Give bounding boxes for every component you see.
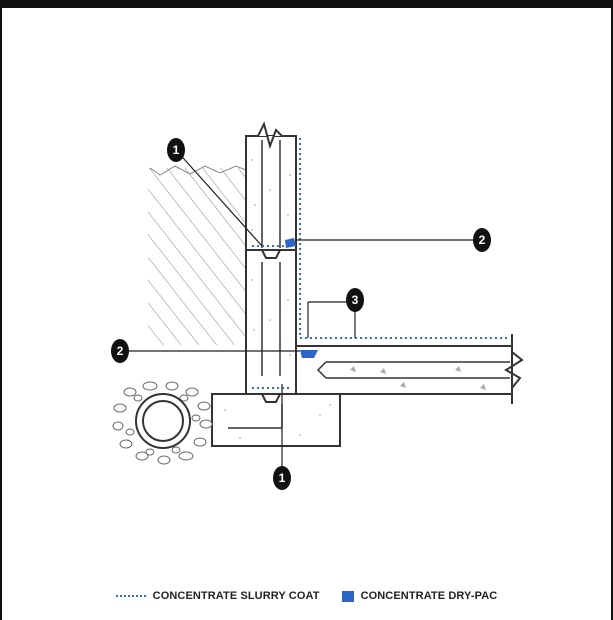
callout-2-right: 2 — [473, 228, 491, 252]
svg-text:2: 2 — [479, 233, 486, 247]
legend-slurry-label: CONCENTRATE SLURRY COAT — [152, 590, 320, 602]
earth-backfill — [148, 165, 247, 345]
slurry-coat-lines — [252, 138, 508, 389]
legend-item-slurry: CONCENTRATE SLURRY COAT — [115, 590, 320, 602]
slurry-coat-swatch-icon — [115, 595, 146, 597]
svg-text:2: 2 — [117, 344, 124, 358]
callout-1-bottom: 1 — [273, 466, 291, 490]
legend-drypac-label: CONCENTRATE DRY-PAC — [360, 590, 498, 602]
drain-pipe-icon — [112, 381, 213, 465]
leader-lines — [120, 149, 474, 470]
callout-3: 3 — [346, 288, 364, 312]
callout-1-top: 1 — [167, 138, 185, 162]
svg-text:3: 3 — [352, 293, 359, 307]
legend-item-drypac: CONCENTRATE DRY-PAC — [341, 590, 498, 602]
left-border — [0, 0, 2, 620]
svg-text:1: 1 — [173, 143, 180, 157]
lower-wall — [245, 249, 297, 395]
top-border — [0, 0, 613, 8]
floor-slab — [295, 334, 524, 404]
svg-text:1: 1 — [279, 471, 286, 485]
right-border — [611, 0, 613, 620]
dry-pac-marks — [285, 238, 318, 358]
dry-pac-swatch-icon — [341, 590, 354, 602]
legend: CONCENTRATE SLURRY COAT CONCENTRATE DRY-… — [0, 584, 613, 608]
footing — [211, 393, 341, 447]
upper-wall — [245, 121, 297, 251]
callout-2-left: 2 — [111, 339, 129, 363]
